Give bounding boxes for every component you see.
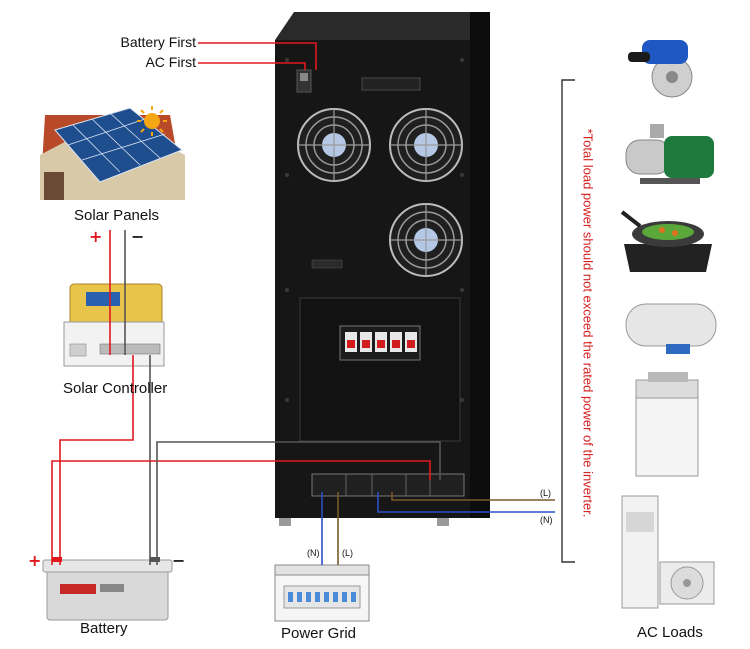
load-live-tag: (L) (540, 488, 551, 498)
cooling-fan-icon (389, 108, 463, 182)
solar-panels-label: Solar Panels (74, 207, 160, 224)
battery-to-inverter-negative (156, 441, 441, 565)
load-power-note: *Total load power should not exceed the … (576, 84, 600, 562)
load-neutral-wire (377, 492, 555, 513)
water-pump-icon (625, 124, 714, 184)
solar-controller-icon (63, 283, 165, 367)
solar-controller-label: Solar Controller (63, 380, 168, 397)
ac-first-label: AC First (145, 54, 196, 70)
load-bracket (561, 79, 575, 563)
battery-icon (42, 557, 173, 621)
battery-positive-sign: + (28, 551, 42, 570)
air-conditioner-icon (621, 495, 715, 609)
grid-live-tag: (L) (342, 548, 353, 558)
tile-cutter-icon (628, 40, 693, 98)
load-live-wire (391, 492, 555, 501)
pv-positive-sign: + (89, 227, 103, 246)
water-heater-icon (625, 303, 717, 354)
battery-positive-wire (59, 355, 134, 565)
battery-to-inverter-positive (51, 460, 431, 565)
pv-negative-sign: − (131, 227, 145, 246)
cooling-fan-icon (297, 108, 371, 182)
washing-machine-icon (635, 372, 699, 477)
inverter-cabinet (275, 12, 490, 526)
battery-negative-sign: − (172, 551, 186, 570)
ac-loads-label: AC Loads (637, 624, 703, 641)
distribution-box-icon (274, 564, 370, 622)
power-grid-label: Power Grid (281, 625, 357, 642)
load-neutral-tag: (N) (540, 515, 553, 525)
grid-neutral-tag: (N) (307, 548, 320, 558)
battery-first-label: Battery First (120, 34, 196, 50)
load-power-note-text: *Total load power should not exceed the … (580, 128, 596, 518)
battery-label: Battery (80, 620, 128, 637)
cooling-fan-icon (389, 203, 463, 277)
mode-pointer-lines (198, 42, 317, 70)
sun-icon (137, 106, 167, 136)
induction-cooker-icon (620, 210, 712, 272)
